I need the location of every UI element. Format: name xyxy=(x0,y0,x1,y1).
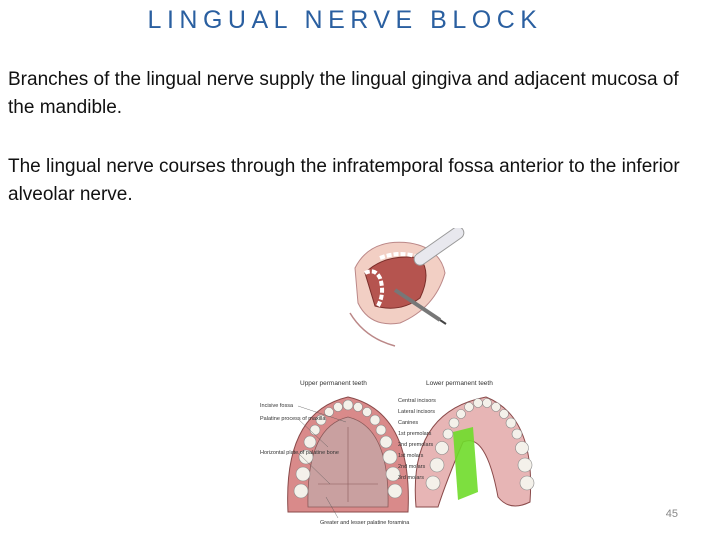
tooth-type-labels: Central incisors Lateral incisors Canine… xyxy=(398,398,436,481)
page-number: 45 xyxy=(665,508,678,520)
slide-title: LINGUAL NERVE BLOCK xyxy=(147,6,543,34)
label-2nd-molars: 2nd molars xyxy=(398,464,425,470)
label-1st-molars: 1st molars xyxy=(398,453,424,459)
upper-arch xyxy=(287,396,409,513)
anesthesia-zone xyxy=(453,427,478,500)
dental-arches-figure: Upper permanent teeth Lower permanent te… xyxy=(260,380,535,526)
label-3rd-molars: 3rd molars xyxy=(398,475,424,481)
label-canines: Canines xyxy=(398,420,418,426)
label-1st-premolars: 1st premolars xyxy=(398,431,432,437)
lower-teeth-caption: Lower permanent teeth xyxy=(426,380,493,387)
label-incisive-fossa: Incisive fossa xyxy=(260,403,294,409)
paragraph-lingual-branches: Branches of the lingual nerve supply the… xyxy=(8,69,679,118)
label-palatine-process: Palatine process of maxilla xyxy=(260,416,326,422)
lower-arch xyxy=(414,396,535,508)
label-2nd-premolars: 2nd premolars xyxy=(398,442,433,448)
injection-illustration xyxy=(349,228,465,347)
label-central-incisors: Central incisors xyxy=(398,398,436,404)
upper-teeth-caption: Upper permanent teeth xyxy=(300,380,367,387)
label-palatine-foramina: Greater and lesser palatine foramina xyxy=(320,520,410,526)
paragraph-lingual-course: The lingual nerve courses through the in… xyxy=(8,156,680,205)
label-lateral-incisors: Lateral incisors xyxy=(398,409,435,415)
label-horizontal-plate: Horizontal plate of palatine bone xyxy=(260,450,339,456)
